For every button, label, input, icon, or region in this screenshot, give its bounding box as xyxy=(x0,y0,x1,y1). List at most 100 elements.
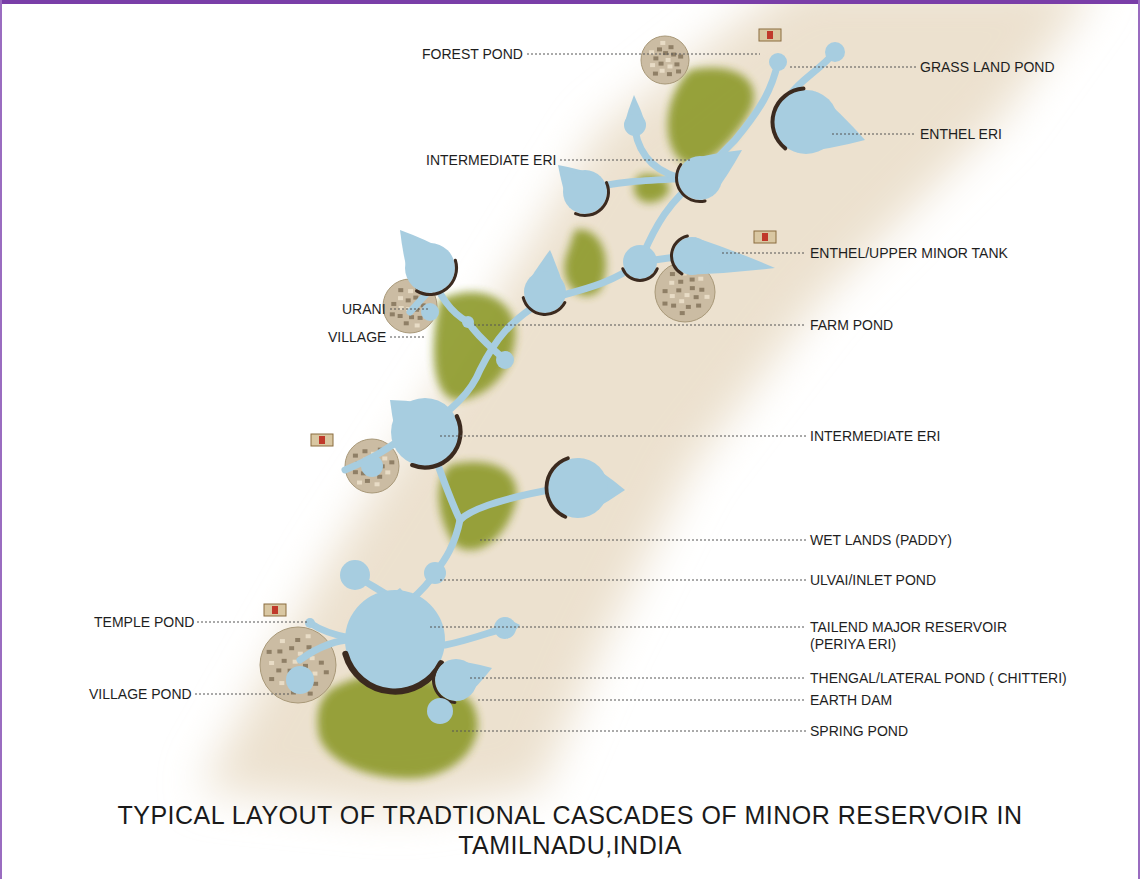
house-mark xyxy=(408,289,413,293)
house-mark xyxy=(694,295,699,299)
house-mark xyxy=(307,645,312,649)
pond xyxy=(427,698,453,724)
house-mark xyxy=(280,639,285,643)
earth-dam xyxy=(412,416,460,467)
callout-label: URANI xyxy=(342,301,386,318)
village-cluster xyxy=(260,627,336,703)
house-mark xyxy=(678,55,683,59)
house-mark xyxy=(662,302,667,306)
house-mark xyxy=(390,312,395,316)
earth-dam xyxy=(345,654,441,692)
house-mark xyxy=(676,288,681,292)
callout-label: ULVAI/INLET POND xyxy=(810,572,936,589)
callout-label: ENTHEL ERI xyxy=(920,126,1002,143)
house-mark xyxy=(667,64,672,68)
house-mark xyxy=(653,56,658,60)
pond xyxy=(524,271,566,313)
house-mark xyxy=(308,692,313,696)
house-mark xyxy=(362,449,367,453)
house-mark xyxy=(404,321,409,325)
house-mark xyxy=(663,289,668,293)
house-mark xyxy=(418,316,423,320)
house-mark xyxy=(398,288,403,292)
callout-label: FOREST POND xyxy=(422,46,523,63)
house-mark xyxy=(312,672,317,676)
house-mark xyxy=(398,314,403,318)
temple-icon xyxy=(311,434,333,446)
temple-icon xyxy=(319,436,325,444)
temple-icon xyxy=(767,31,773,39)
house-mark xyxy=(699,288,704,292)
callout-label: FARM POND xyxy=(810,317,893,334)
callout-label: INTERMEDIATE ERI xyxy=(810,428,940,445)
house-mark xyxy=(398,296,403,300)
house-mark xyxy=(669,45,674,49)
callout-label: TEMPLE POND xyxy=(94,614,194,631)
house-mark xyxy=(704,295,709,299)
house-mark xyxy=(267,650,272,654)
earth-dam xyxy=(523,298,565,315)
earth-dam xyxy=(417,260,457,294)
pond xyxy=(405,243,455,293)
diagram-title: TYPICAL LAYOUT OF TRADTIONAL CASCADES OF… xyxy=(40,800,1100,860)
temple-icon xyxy=(759,29,781,41)
house-mark xyxy=(415,323,420,327)
house-mark xyxy=(666,58,671,62)
callout-label: TAILEND MAJOR RESERVOIR (PERIYA ERI) xyxy=(810,619,1050,653)
pond xyxy=(421,303,439,321)
callout-label: GRASS LAND POND xyxy=(920,59,1055,76)
temple-icon xyxy=(762,233,768,241)
earth-dam xyxy=(623,269,657,281)
pond xyxy=(462,316,474,328)
earth-dam xyxy=(672,236,688,274)
house-mark xyxy=(282,659,287,663)
house-mark xyxy=(391,302,396,306)
house-mark xyxy=(660,69,665,73)
house-mark xyxy=(313,682,318,686)
temple-icon xyxy=(272,606,278,614)
house-mark xyxy=(690,278,695,282)
house-mark xyxy=(670,272,675,276)
pond xyxy=(496,351,514,369)
callout-label: SPRING POND xyxy=(810,723,908,740)
callout-label: ENTHEL/UPPER MINOR TANK xyxy=(810,245,1008,262)
pond xyxy=(825,42,845,62)
house-mark xyxy=(690,286,695,290)
house-mark xyxy=(678,280,683,284)
house-mark xyxy=(657,47,662,51)
house-mark xyxy=(669,281,674,285)
house-mark xyxy=(671,304,676,308)
pond xyxy=(623,245,657,279)
pond xyxy=(563,170,607,214)
callout-label: VILLAGE xyxy=(328,329,386,346)
pond xyxy=(361,455,383,477)
earth-dam xyxy=(433,663,454,703)
house-mark xyxy=(365,479,370,483)
house-mark xyxy=(650,63,655,67)
house-mark xyxy=(353,454,358,458)
house-mark xyxy=(659,62,664,66)
pond xyxy=(624,114,646,136)
house-mark xyxy=(406,298,411,302)
house-mark xyxy=(295,638,300,642)
house-mark xyxy=(685,293,690,297)
house-mark xyxy=(353,470,358,474)
house-mark xyxy=(671,53,676,57)
pond xyxy=(678,156,722,200)
house-mark xyxy=(686,305,691,309)
house-mark xyxy=(269,677,274,681)
pond xyxy=(673,237,711,275)
pond xyxy=(424,562,446,584)
callout-label: VILLAGE POND xyxy=(89,686,192,703)
temple-icon xyxy=(264,604,286,616)
house-mark xyxy=(279,681,284,685)
pond xyxy=(340,560,370,590)
callout-label: THENGAL/LATERAL POND ( CHITTERI) xyxy=(810,670,1067,687)
earth-dam xyxy=(772,89,803,149)
house-mark xyxy=(382,456,387,460)
house-mark xyxy=(357,481,362,485)
callout-label: WET LANDS (PADDY) xyxy=(810,532,952,549)
earth-dam xyxy=(576,183,609,216)
temple-icon xyxy=(754,231,776,243)
house-mark xyxy=(653,72,658,76)
